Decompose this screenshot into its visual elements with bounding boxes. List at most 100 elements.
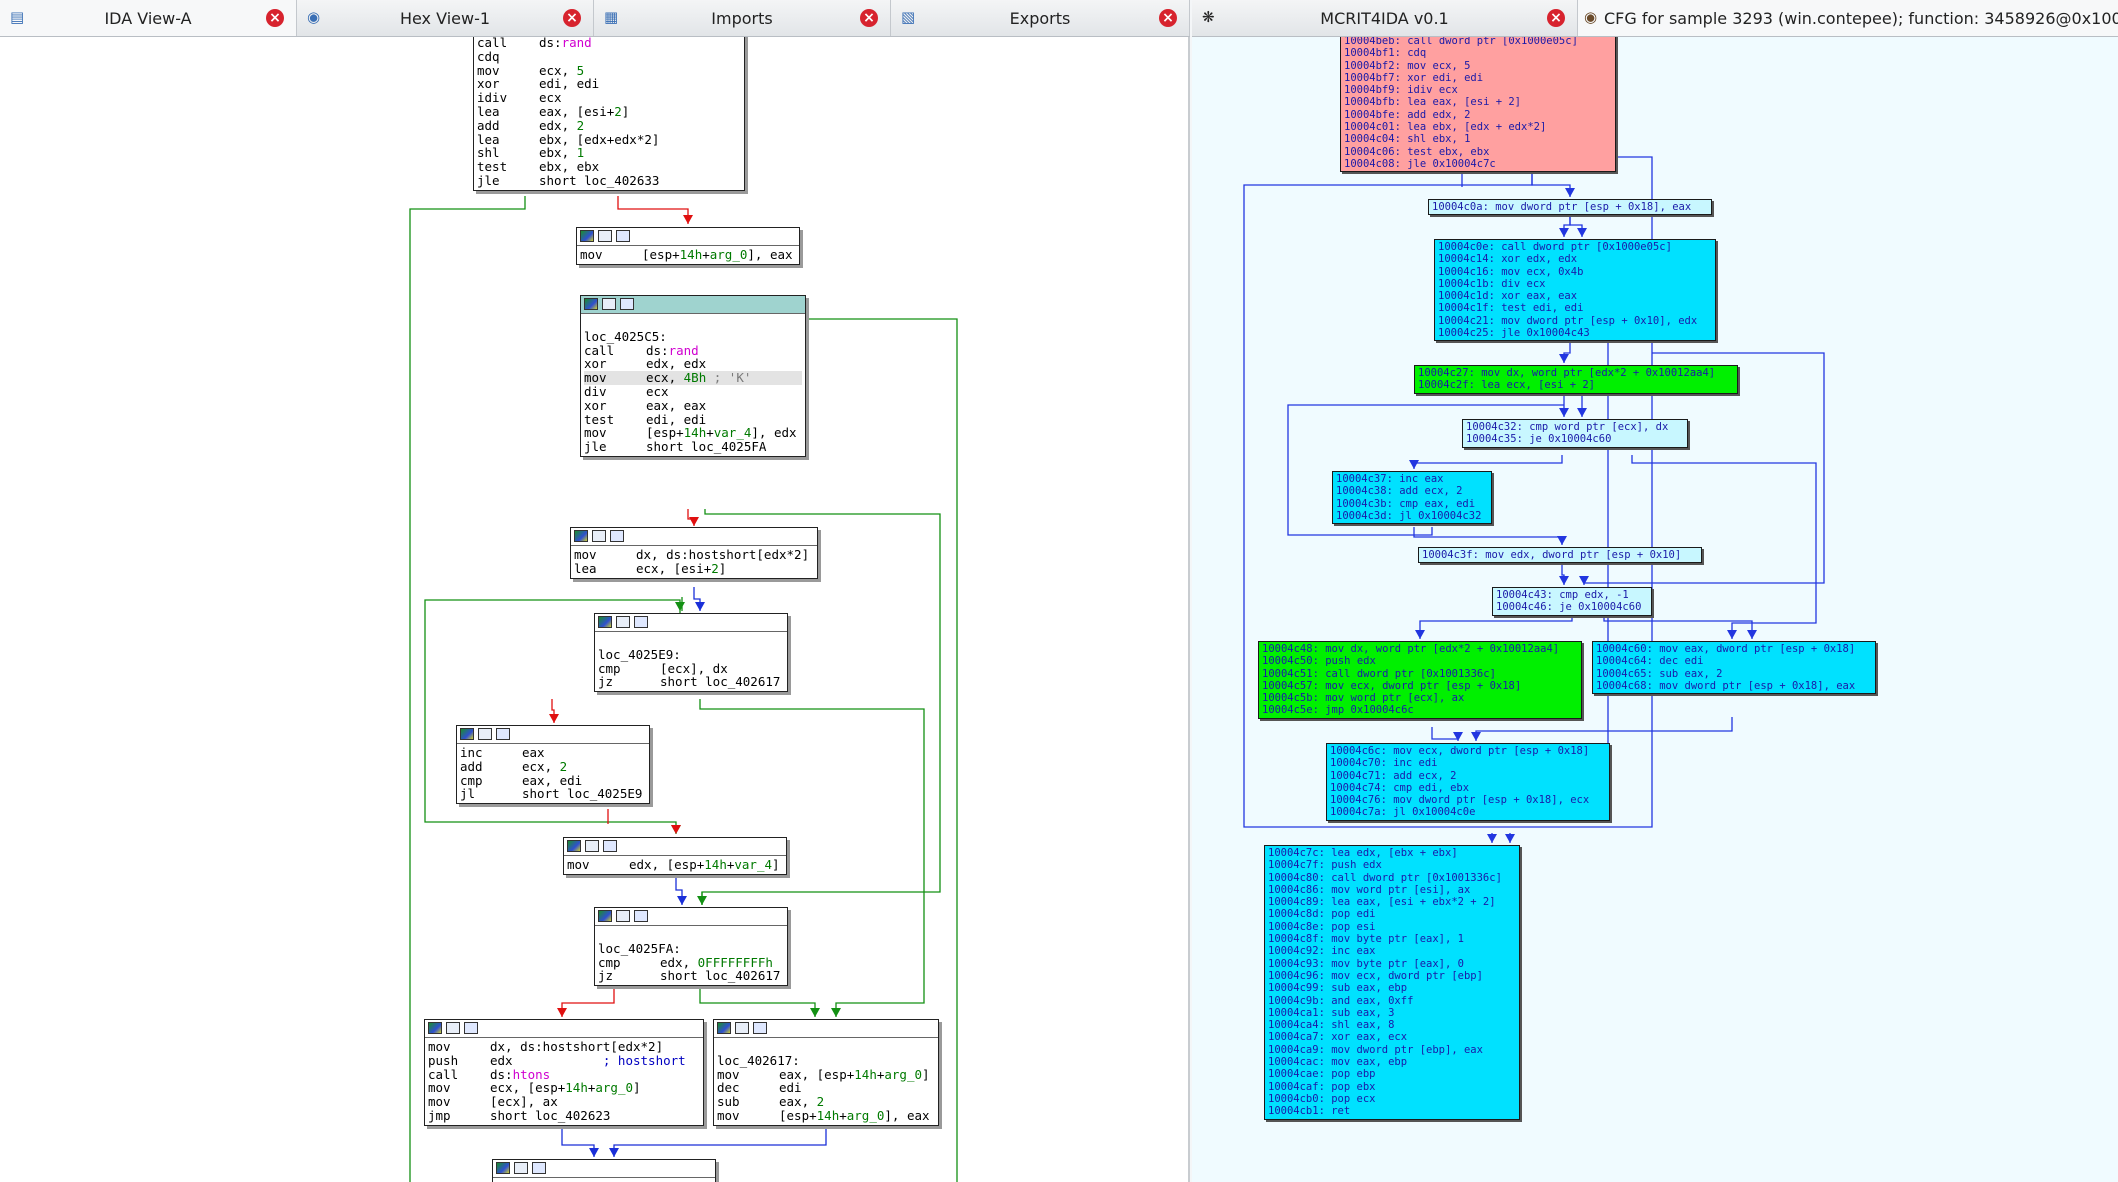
cfg-instruction[interactable]: 10004c8d: pop edi: [1268, 908, 1376, 921]
asm-line[interactable]: mov[esp+14h+var_4], edx: [584, 426, 802, 440]
block-edit-icon[interactable]: [446, 1022, 460, 1034]
cfg-instruction[interactable]: 10004c5b: mov word ptr [ecx], ax: [1262, 692, 1465, 705]
cfg-instruction[interactable]: 10004c32: cmp word ptr [ecx], dx: [1466, 421, 1669, 433]
cfg-instruction[interactable]: 10004cae: pop ebp: [1268, 1068, 1376, 1081]
cfg-instruction[interactable]: 10004c7f: push edx: [1268, 859, 1382, 872]
block-graph-icon[interactable]: [603, 840, 617, 852]
cfg-instruction[interactable]: 10004beb: call dword ptr [0x1000e05c]: [1344, 37, 1578, 47]
asm-line[interactable]: cmp[ecx], dx: [598, 661, 784, 676]
cfg-instruction[interactable]: 10004c25: jle 0x10004c43: [1438, 327, 1590, 340]
close-icon[interactable]: ×: [1159, 9, 1177, 27]
cfg-instruction[interactable]: 10004c70: inc edi: [1330, 757, 1438, 770]
block-edit-icon[interactable]: [592, 530, 606, 542]
close-icon[interactable]: ×: [860, 9, 878, 27]
block-graph-icon[interactable]: [634, 616, 648, 628]
block-graph-icon[interactable]: [620, 298, 634, 310]
cfg-block[interactable]: 10004c7c: lea edx, [ebx + ebx]10004c7f: …: [1264, 845, 1520, 1120]
cfg-block[interactable]: 10004c48: mov dx, word ptr [edx*2 + 0x10…: [1258, 641, 1582, 719]
cfg-instruction[interactable]: 10004c21: mov dword ptr [esp + 0x10], ed…: [1438, 314, 1698, 327]
asm-line[interactable]: loc_402617:: [717, 1053, 935, 1068]
cfg-instruction[interactable]: 10004c74: cmp edi, ebx: [1330, 781, 1470, 794]
block-graph-icon[interactable]: [616, 230, 630, 242]
cfg-instruction[interactable]: 10004c8f: mov byte ptr [eax], 1: [1268, 933, 1464, 946]
block-color-icon[interactable]: [567, 840, 581, 852]
cfg-instruction[interactable]: 10004c93: mov byte ptr [eax], 0: [1268, 957, 1464, 970]
cfg-instruction[interactable]: 10004c48: mov dx, word ptr [edx*2 + 0x10…: [1262, 643, 1560, 655]
tab-cfg-sample[interactable]: ◉ CFG for sample 3293 (win.contepee); fu…: [1578, 0, 2118, 36]
block-color-icon[interactable]: [428, 1022, 442, 1034]
cfg-instruction[interactable]: 10004ca4: shl eax, 8: [1268, 1019, 1395, 1032]
cfg-instruction[interactable]: 10004bf2: mov ecx, 5: [1344, 59, 1471, 72]
block-color-icon[interactable]: [598, 910, 612, 922]
cfg-instruction[interactable]: 10004c08: jle 0x10004c7c: [1344, 157, 1496, 170]
close-icon[interactable]: ×: [563, 9, 581, 27]
cfg-instruction[interactable]: 10004c0a: mov dword ptr [esp + 0x18], ea…: [1432, 201, 1692, 213]
cfg-instruction[interactable]: 10004ca7: xor eax, ecx: [1268, 1031, 1408, 1044]
block-graph-icon[interactable]: [496, 728, 510, 740]
cfg-instruction[interactable]: 10004cb0: pop ecx: [1268, 1092, 1376, 1105]
asm-line[interactable]: [598, 928, 784, 942]
cfg-instruction[interactable]: 10004c1b: div ecx: [1438, 277, 1546, 290]
cfg-instruction[interactable]: 10004c89: lea eax, [esi + ebx*2 + 2]: [1268, 896, 1496, 909]
cfg-instruction[interactable]: 10004bfe: add edx, 2: [1344, 108, 1471, 121]
asm-line[interactable]: [584, 316, 802, 330]
cfg-instruction[interactable]: 10004bf7: xor edi, edi: [1344, 71, 1484, 84]
block-edit-icon[interactable]: [735, 1022, 749, 1034]
cfg-instruction[interactable]: 10004c92: inc eax: [1268, 945, 1376, 958]
cfg-instruction[interactable]: 10004c9b: and eax, 0xff: [1268, 994, 1414, 1007]
cfg-instruction[interactable]: 10004c65: sub eax, 2: [1596, 667, 1723, 680]
cfg-block[interactable]: 10004c3f: mov edx, dword ptr [esp + 0x10…: [1418, 547, 1702, 564]
asm-line[interactable]: loc_4025E9:: [598, 647, 784, 662]
tab-mcrit4ida[interactable]: ❋ MCRIT4IDA v0.1 ×: [1192, 0, 1578, 36]
mcrit-cfg-view[interactable]: 10004beb: call dword ptr [0x1000e05c] 100…: [1192, 37, 2118, 1182]
block-color-icon[interactable]: [460, 728, 474, 740]
tab-imports[interactable]: ▦ Imports ×: [594, 0, 891, 36]
block-color-icon[interactable]: [584, 298, 598, 310]
cfg-instruction[interactable]: 10004c1d: xor eax, eax: [1438, 290, 1578, 303]
cfg-instruction[interactable]: 10004c3d: jl 0x10004c32: [1336, 509, 1482, 522]
asm-line[interactable]: cdq: [477, 49, 741, 64]
cfg-instruction[interactable]: 10004c14: xor edx, edx: [1438, 253, 1578, 266]
asm-line[interactable]: [598, 634, 784, 648]
block-graph-icon[interactable]: [634, 910, 648, 922]
cfg-block[interactable]: 10004c60: mov eax, dword ptr [esp + 0x18…: [1592, 641, 1876, 695]
cfg-instruction[interactable]: 10004caf: pop ebx: [1268, 1080, 1376, 1093]
cfg-block[interactable]: 10004c0a: mov dword ptr [esp + 0x18], ea…: [1428, 199, 1712, 216]
asm-line[interactable]: loc_4025C5:: [584, 329, 802, 344]
cfg-block[interactable]: 10004c27: mov dx, word ptr [edx*2 + 0x10…: [1414, 365, 1738, 394]
asm-line[interactable]: [717, 1040, 935, 1054]
cfg-instruction[interactable]: 10004c3f: mov edx, dword ptr [esp + 0x10…: [1422, 549, 1682, 561]
block-color-icon[interactable]: [574, 530, 588, 542]
cfg-instruction[interactable]: 10004cac: mov eax, ebp: [1268, 1056, 1408, 1069]
cfg-block[interactable]: 10004c0e: call dword ptr [0x1000e05c]100…: [1434, 239, 1716, 342]
cfg-instruction[interactable]: 10004c8e: pop esi: [1268, 920, 1376, 933]
block-edit-icon[interactable]: [616, 910, 630, 922]
